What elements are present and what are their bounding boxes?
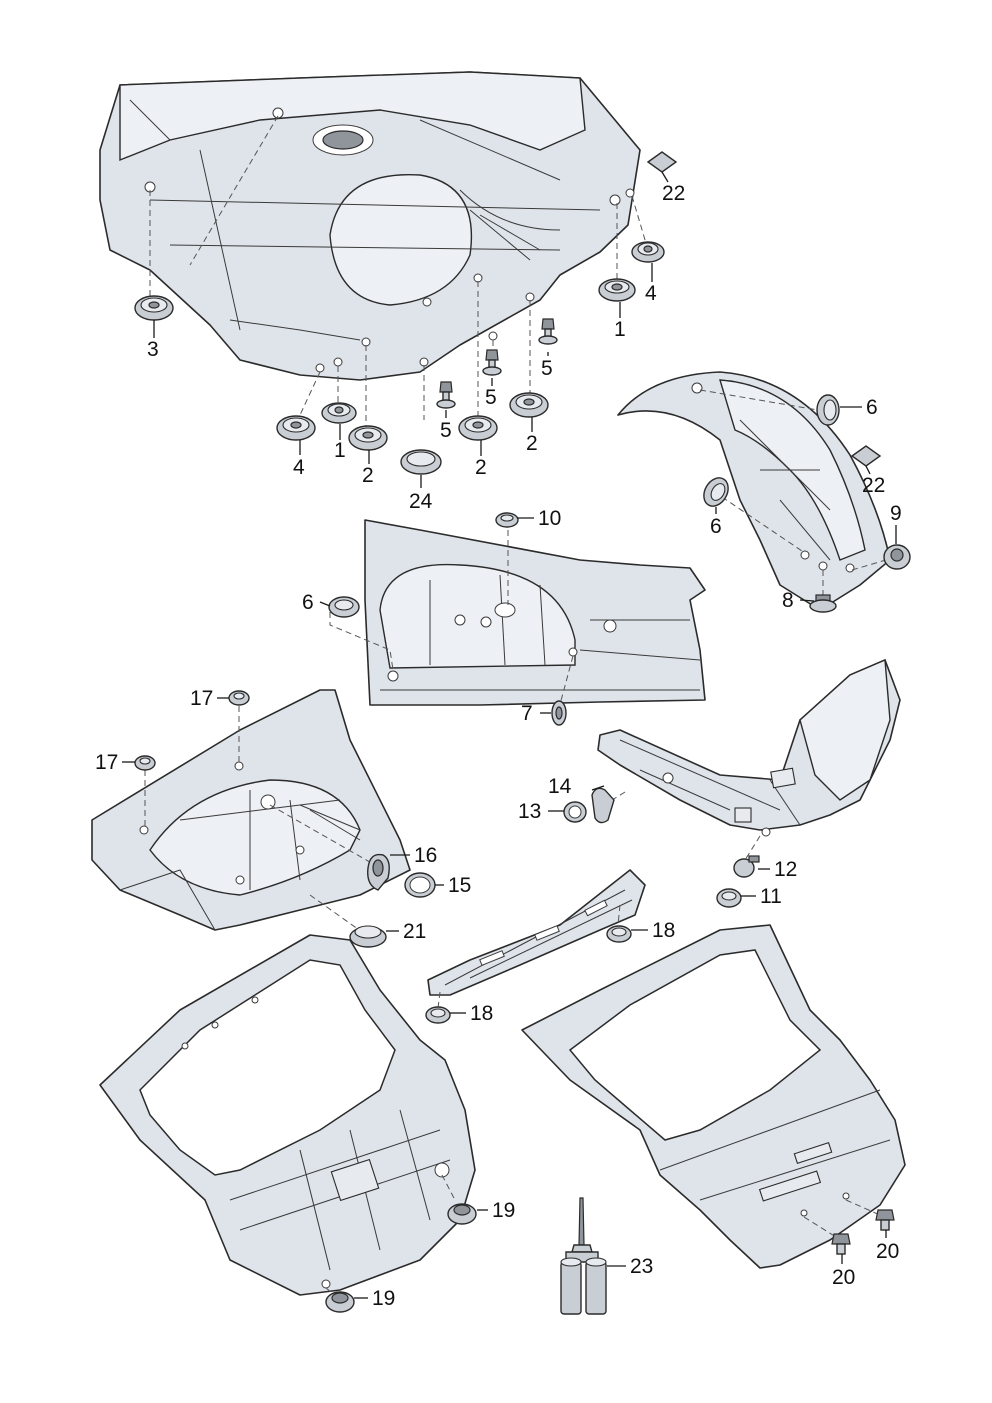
seal-ring-13	[563, 801, 587, 823]
bump-stop-12	[733, 855, 760, 878]
grommet-6-mid	[703, 477, 729, 507]
callout-6-housing: 6	[302, 591, 314, 614]
callout-13: 13	[518, 800, 541, 823]
callout-9: 9	[890, 502, 902, 525]
callout-20-left: 20	[832, 1266, 855, 1289]
plug-9	[883, 544, 911, 570]
callout-2-right: 2	[526, 432, 538, 455]
tailgate-trim-bracket	[427, 869, 646, 996]
bolt-5-middle	[482, 349, 502, 376]
callout-17-top: 17	[190, 687, 213, 710]
callout-3: 3	[147, 338, 159, 361]
callout-23: 23	[630, 1255, 653, 1278]
tailgate-inner-frame	[99, 934, 476, 1296]
callout-5-right: 5	[541, 357, 553, 380]
grommet-10	[495, 512, 519, 528]
callout-19-right: 19	[492, 1199, 515, 1222]
grommet-17-top	[228, 690, 250, 706]
callout-17-left: 17	[95, 751, 118, 774]
grommet-17-left	[134, 755, 156, 771]
grommet-4-left	[276, 415, 316, 441]
grommet-6-housing	[328, 596, 360, 618]
callout-6-arch-mid: 6	[710, 515, 722, 538]
callout-5-middle: 5	[485, 386, 497, 409]
housing-14	[591, 787, 615, 824]
callout-12: 12	[774, 858, 797, 881]
callout-16: 16	[414, 844, 437, 867]
drain-valve-16	[367, 853, 390, 891]
callout-labels: 22 4 1 3 5 5 5 4 1 2 24 2 2 6 22 6 9 8 1…	[95, 182, 902, 1310]
adhesive-cartridge-23	[560, 1197, 607, 1315]
bolt-5-right	[538, 318, 558, 345]
grommet-1-left	[321, 402, 357, 424]
callout-10: 10	[538, 507, 561, 530]
callout-22-top: 22	[662, 182, 685, 205]
wheel-housing-panel	[364, 519, 706, 706]
assembly-lines-housing	[329, 530, 574, 709]
screw-20-right	[875, 1209, 895, 1231]
assembly-lines-crossmember	[611, 791, 761, 861]
callout-14: 14	[548, 775, 572, 798]
grommet-6-top	[816, 394, 840, 426]
plug-18-left	[425, 1006, 451, 1024]
callout-21: 21	[403, 920, 426, 943]
trunk-floor-panel	[91, 689, 411, 931]
plug-11	[716, 888, 742, 908]
bump-stop-19-left	[325, 1291, 355, 1313]
grommet-2-left	[348, 425, 388, 451]
callout-24: 24	[409, 490, 433, 513]
assembly-lines-trunk	[144, 706, 376, 933]
rear-crossmember-panel	[597, 658, 901, 837]
grommet-1-right	[598, 278, 636, 302]
plug-18-right	[606, 925, 632, 943]
assembly-lines-floor	[149, 115, 649, 430]
callout-19-left: 19	[372, 1287, 395, 1310]
callout-8: 8	[782, 589, 794, 612]
clip-22-top	[646, 151, 678, 173]
rear-floor-panel	[99, 71, 641, 381]
callout-2-left: 2	[362, 464, 374, 487]
tailgate-outer-panel	[521, 924, 906, 1269]
callout-1-left: 1	[334, 439, 346, 462]
plug-24	[400, 449, 442, 475]
leader-lines	[122, 171, 897, 1299]
assembly-lines-arch-right	[699, 389, 887, 598]
assembly-lines-outer	[803, 1199, 881, 1238]
screw-20-left	[831, 1233, 851, 1255]
callout-18-left: 18	[470, 1002, 493, 1025]
seal-ring-15	[404, 872, 436, 898]
callout-2-middle: 2	[475, 456, 487, 479]
callout-22-arch: 22	[862, 474, 885, 497]
callout-6-arch-top: 6	[866, 396, 878, 419]
assembly-lines-trim	[437, 904, 621, 1009]
wheel-arch-right-panel	[617, 371, 891, 611]
callout-15: 15	[448, 874, 471, 897]
callout-4-right: 4	[645, 282, 657, 305]
clip-22-arch	[850, 445, 882, 467]
grommet-3	[134, 295, 174, 321]
grommet-2-right	[509, 392, 549, 418]
plug-21	[349, 925, 387, 948]
callout-5-left: 5	[440, 419, 452, 442]
grommet-2-middle	[458, 415, 498, 441]
callout-20-right: 20	[876, 1240, 899, 1263]
grommet-4-right	[631, 241, 665, 263]
bump-stop-19-right	[447, 1203, 477, 1225]
callout-7: 7	[521, 702, 533, 725]
clip-8	[809, 594, 837, 613]
callout-18-right: 18	[652, 919, 675, 942]
callout-4-left: 4	[293, 456, 305, 479]
callout-1-right: 1	[614, 318, 626, 341]
bolt-5-left	[436, 381, 456, 409]
grommet-7	[551, 700, 567, 726]
callout-11: 11	[760, 885, 782, 908]
